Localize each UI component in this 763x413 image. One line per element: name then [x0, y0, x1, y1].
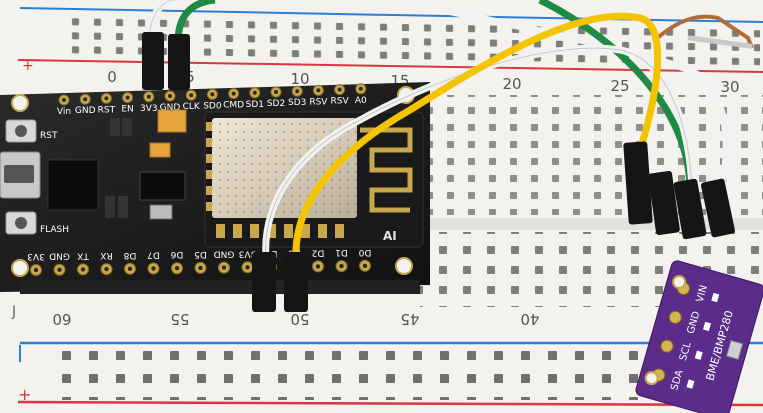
row-letter-j: J	[11, 304, 16, 320]
top-pin-label: EN	[121, 105, 133, 115]
mount-hole-4	[395, 257, 413, 275]
bottom-pin-label: 3V3	[27, 251, 45, 261]
bottom-pin-label: GND	[214, 249, 235, 259]
top-pin-label: GND	[160, 103, 181, 113]
bottom-pin-label: D8	[123, 250, 136, 260]
bottom-pin-label: D5	[194, 249, 207, 259]
top-pin-label: 3V3	[140, 104, 158, 114]
castellation	[233, 224, 242, 238]
bottom-pin-label: D1	[335, 247, 348, 257]
top-pin-label: Vin	[57, 107, 71, 117]
sensor-pin-pad	[660, 339, 674, 353]
usb-serial-chip	[47, 159, 99, 211]
sensor-pcb	[635, 260, 763, 413]
top-pin-label: A0	[355, 96, 367, 106]
column-number-bottom: 50	[290, 310, 309, 328]
jumper-housing-4	[284, 252, 308, 312]
jumper-housing-2	[168, 34, 190, 90]
column-number-top: 25	[610, 77, 629, 95]
capacitor-orange	[157, 109, 187, 133]
sensor-pin-label: SCL	[678, 341, 694, 363]
flash-button-cap	[15, 217, 27, 229]
bottom-pin-label: 3V3	[239, 248, 257, 258]
top-pin-label: RSV	[331, 97, 350, 107]
bare-wire-end	[687, 35, 753, 49]
jumper-housing-1	[142, 32, 164, 90]
castellation	[318, 224, 327, 238]
sensor-pin-label: VIN	[695, 284, 710, 304]
column-number-bottom: 55	[170, 310, 189, 328]
top-pin-label: RST	[98, 105, 116, 115]
mount-hole-1	[11, 94, 29, 112]
bottom-pin-label: RX	[100, 250, 112, 260]
castellation	[250, 224, 259, 238]
header-strip-bottom	[20, 280, 420, 294]
bottom-pin-label: D7	[147, 250, 160, 260]
sensor-pin-pad	[668, 310, 682, 324]
yellow-wire-d2	[292, 12, 662, 256]
voltage-regulator	[139, 171, 186, 201]
bottom-pin-label: D0	[358, 247, 371, 257]
castellation	[335, 224, 344, 238]
jumper-housing-7	[673, 178, 707, 240]
column-number-top: 20	[502, 75, 521, 93]
rail-plus-label-bottom: +	[18, 385, 31, 404]
top-pin-label: CLK	[183, 102, 201, 112]
rail-plus-label: +	[22, 58, 34, 74]
top-pin-label: GND	[75, 106, 96, 116]
column-number-top: 10	[290, 70, 309, 88]
top-pin-label: SD1	[246, 100, 264, 110]
top-pin-label: CMD	[223, 101, 244, 111]
column-number-top: 0	[107, 68, 117, 86]
column-number-bottom: 45	[400, 310, 419, 328]
sensor-chip	[726, 339, 744, 360]
column-numbers-top: 051015202530	[107, 68, 739, 96]
column-number-bottom: 40	[520, 310, 539, 328]
top-pin-label: SD0	[203, 101, 222, 111]
rail-red-line-bottom	[17, 400, 763, 407]
column-number-bottom: 60	[52, 310, 71, 328]
castellation	[301, 224, 310, 238]
rst-button-cap	[15, 125, 27, 137]
top-pin-label: SD3	[288, 98, 306, 108]
castellation	[267, 224, 276, 238]
bottom-pin-label: TX	[77, 250, 90, 260]
jumper-wires	[142, 0, 736, 312]
rst-label: RST	[40, 131, 58, 141]
bottom-pin-label: GND	[49, 251, 70, 261]
bottom-power-rail: +	[17, 341, 763, 407]
castellation	[216, 224, 225, 238]
module-marking: AI	[383, 229, 397, 243]
flash-label: FLASH	[40, 225, 69, 235]
mount-hole-2	[11, 259, 29, 277]
smd-component	[149, 204, 173, 220]
capacitor-orange-2	[149, 142, 171, 158]
bottom-pin-label: D6	[170, 249, 183, 259]
jumper-housing-8	[700, 178, 736, 238]
top-pin-label: SD2	[267, 99, 285, 109]
copper-jumper-wire	[653, 14, 754, 49]
castellation	[284, 224, 293, 238]
jumper-housing-5	[623, 141, 653, 225]
jumper-housing-3	[252, 252, 276, 312]
column-number-top: 30	[720, 78, 739, 96]
top-pin-label: RSV	[309, 97, 328, 107]
column-numbers-bottom: 60 55 50 45 40	[52, 310, 539, 328]
pcb-antenna	[360, 127, 413, 213]
jumper-housing-6	[648, 171, 680, 235]
bottom-pin-label: D2	[312, 247, 325, 257]
